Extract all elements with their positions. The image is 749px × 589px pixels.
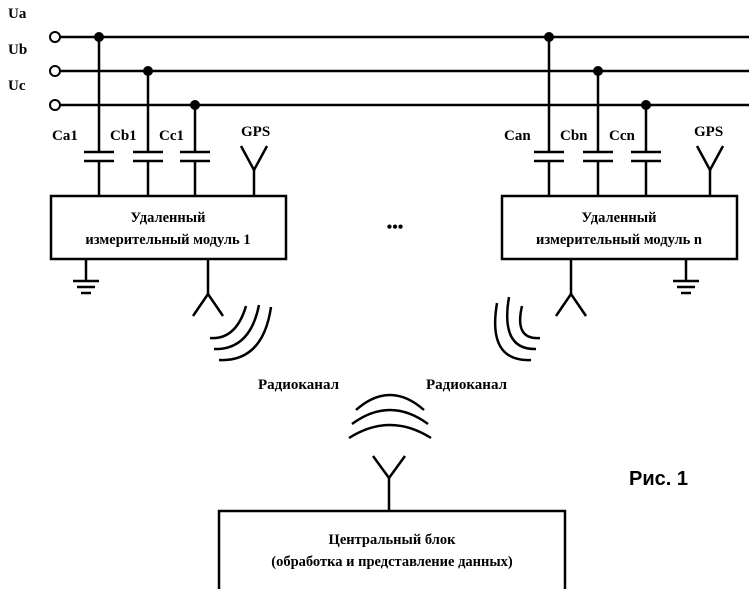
module1-title-line2: измерительный модуль 1 <box>85 232 250 248</box>
radio-antenna-icon <box>554 259 588 317</box>
terminal-ua <box>49 31 61 43</box>
module1-taps <box>84 32 269 196</box>
radio-waves-icon <box>209 304 273 362</box>
label-cc1: Cc1 <box>159 128 184 144</box>
radio-antenna-icon <box>371 455 407 511</box>
label-can: Can <box>504 128 531 144</box>
module1-title-line1: Удаленный <box>131 210 206 226</box>
label-ca1: Ca1 <box>52 128 78 144</box>
label-cb1: Cb1 <box>110 128 137 144</box>
radio-waves-icon <box>348 393 432 440</box>
radio-channel-label-right: Радиоканал <box>426 377 508 393</box>
label-ub: Ub <box>8 42 27 58</box>
gps-antenna-icon <box>239 145 269 173</box>
gps-antenna-icon <box>695 145 725 173</box>
central-block-box <box>217 509 567 589</box>
radio-waves-icon <box>493 296 541 362</box>
remote-module-1-box <box>49 194 288 261</box>
label-cbn: Cbn <box>560 128 588 144</box>
radio-channel-label-left: Радиоканал <box>258 377 340 393</box>
figure-caption: Рис. 1 <box>629 468 688 490</box>
modulen-title-line1: Удаленный <box>582 210 657 226</box>
terminal-uc <box>49 99 61 111</box>
modulen-title-line2: измерительный модуль n <box>536 232 702 248</box>
label-gps-1: GPS <box>241 124 270 140</box>
label-uc: Uc <box>8 78 26 94</box>
ellipsis-dots: ••• <box>387 219 404 236</box>
central-title-line2: (обработка и представление данных) <box>271 554 513 570</box>
ground-icon <box>73 259 99 295</box>
central-title-line1: Центральный блок <box>329 532 457 548</box>
ground-icon <box>673 259 699 295</box>
label-ua: Ua <box>8 6 27 22</box>
terminal-ub <box>49 65 61 77</box>
remote-module-n-box <box>500 194 739 261</box>
label-ccn: Ccn <box>609 128 635 144</box>
phase-bus-lines <box>49 31 749 111</box>
modulen-taps <box>534 32 725 196</box>
radio-antenna-icon <box>191 259 225 317</box>
label-gps-n: GPS <box>694 124 723 140</box>
